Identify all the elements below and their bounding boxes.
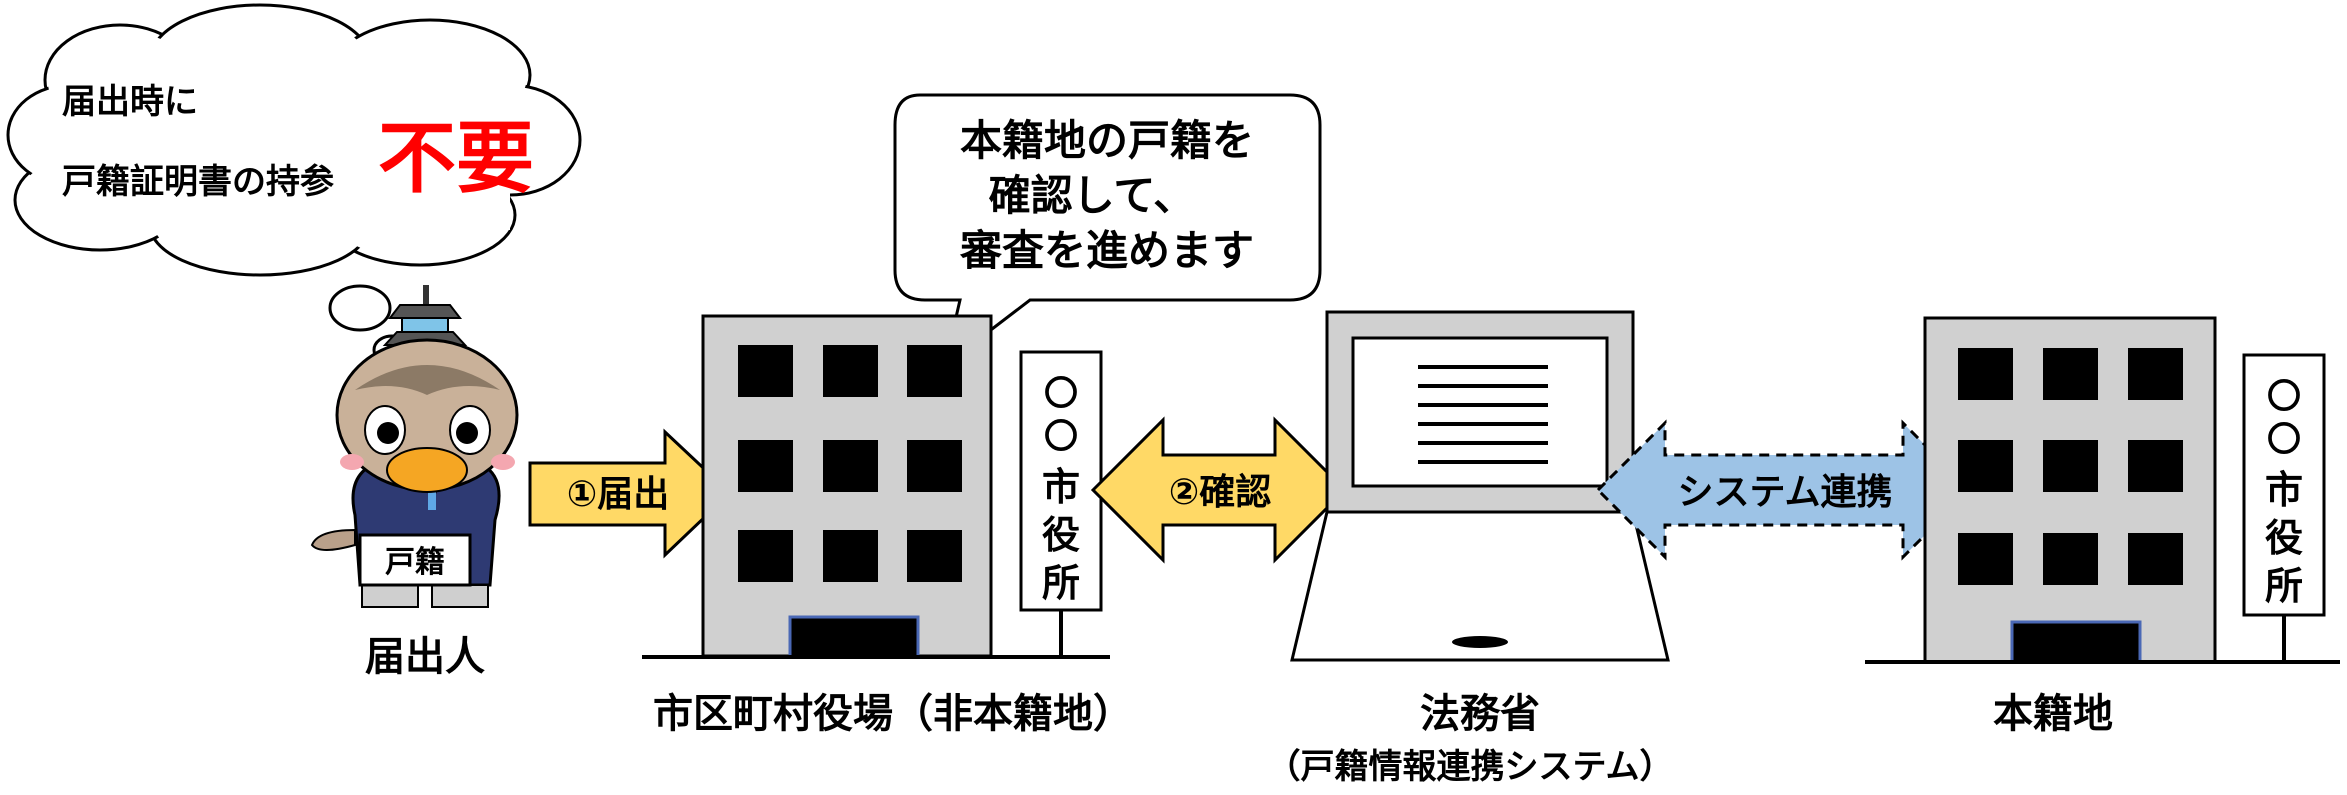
cloud-emphasis-text: 不要 bbox=[378, 114, 534, 204]
domicile-building bbox=[1865, 316, 2340, 664]
domicile-sign-char-1: 〇 bbox=[2267, 377, 2301, 417]
ministry-label: 法務省 bbox=[1420, 691, 1540, 737]
laptop-icon bbox=[1290, 310, 1670, 662]
domicile-sign-char-4: 役 bbox=[2265, 516, 2303, 560]
submit-arrow-label: ①届出 bbox=[567, 474, 669, 515]
mascot-character bbox=[310, 285, 519, 608]
municipal-sign-char-1: 〇 bbox=[1044, 374, 1078, 414]
bubble-text-line2: 確認して、 bbox=[989, 171, 1196, 220]
submit-arrow bbox=[528, 428, 733, 559]
domicile-sign-char-5: 所 bbox=[2265, 564, 2303, 608]
domicile-sign-char-3: 市 bbox=[2265, 468, 2303, 512]
municipal-sign-char-3: 市 bbox=[1042, 465, 1080, 509]
municipal-sign-char-2: 〇 bbox=[1044, 417, 1078, 457]
bubble-text-line3: 審査を進めます bbox=[959, 226, 1254, 275]
document-label: 戸籍 bbox=[385, 545, 445, 580]
municipal-office-building bbox=[642, 314, 1110, 659]
domicile-sign-char-2: 〇 bbox=[2267, 420, 2301, 460]
cloud-text-line1: 届出時に bbox=[62, 82, 198, 122]
municipal-sign-char-5: 所 bbox=[1042, 561, 1080, 605]
system-link-arrow bbox=[1595, 419, 1973, 561]
applicant-label: 届出人 bbox=[365, 634, 485, 680]
domicile-label: 本籍地 bbox=[1993, 691, 2113, 737]
bubble-text-line1: 本籍地の戸籍を bbox=[960, 116, 1254, 165]
municipal-office-label: 市区町村役場（非本籍地） bbox=[653, 691, 1133, 737]
ministry-sublabel: （戸籍情報連携システム） bbox=[1267, 747, 1674, 787]
thought-cloud bbox=[6, 3, 582, 366]
cloud-text-line2: 戸籍証明書の持参 bbox=[62, 162, 334, 202]
confirm-arrow-label: ②確認 bbox=[1169, 472, 1271, 513]
system-link-label: システム連携 bbox=[1678, 472, 1893, 513]
municipal-sign-char-4: 役 bbox=[1042, 513, 1080, 557]
